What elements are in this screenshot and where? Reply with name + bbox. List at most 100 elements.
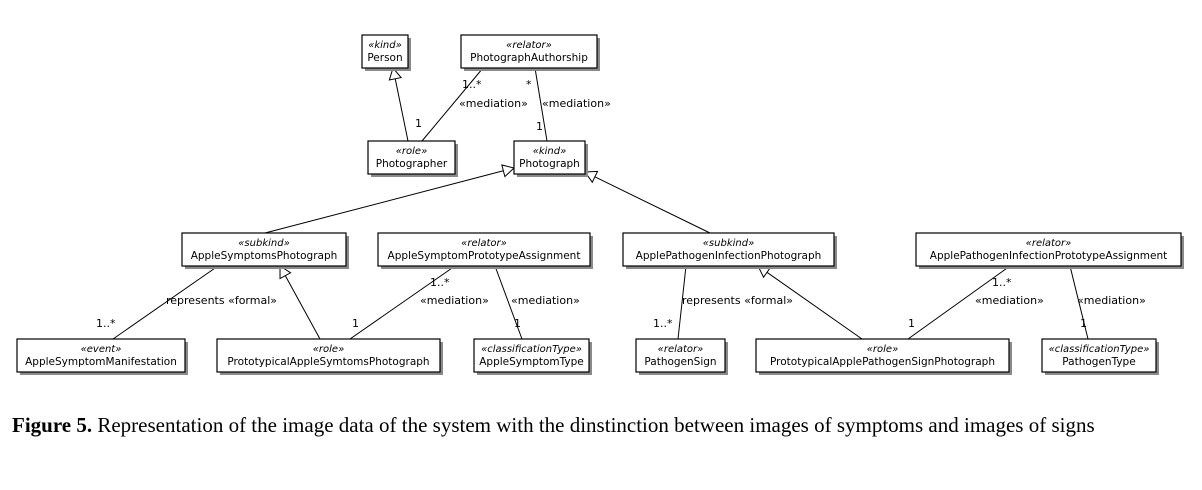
class-name: PathogenSign: [644, 356, 716, 368]
source-multiplicity: *: [526, 78, 532, 91]
class-name: AppleSymptomManifestation: [25, 356, 177, 368]
relation-label: «mediation»: [542, 97, 611, 110]
class-stereotype: «subkind»: [703, 238, 755, 249]
target-multiplicity: 1: [536, 120, 543, 133]
class-box: [460, 34, 598, 69]
class-name: Photograph: [519, 158, 580, 170]
relation-label: «mediation»: [459, 97, 528, 110]
class-box: [16, 338, 186, 373]
relation-label: «mediation»: [1077, 294, 1146, 307]
class-name: Person: [367, 52, 402, 64]
class-stereotype: «role»: [313, 344, 345, 355]
uml-class-diagram: «mediation» 1..* 1 «mediation» * 1 represents …: [16, 34, 1184, 375]
class-name: PrototypicalAppleSymtomsPhotograph: [227, 356, 429, 368]
class-name: ApplePathogenInfectionPrototypeAssignmen…: [930, 250, 1167, 262]
relation-gen-symptoms-photograph: [264, 164, 516, 234]
class-stereotype: «kind»: [368, 40, 402, 51]
relations-layer: «mediation» 1..* 1 «mediation» * 1 represents …: [96, 66, 1146, 340]
target-multiplicity: 1: [352, 317, 359, 330]
class-applePathogenInfectionPrototypeAssignment: «relator»ApplePathogenInfectionPrototype…: [915, 232, 1184, 269]
relation-med-authorship-photographer: «mediation» 1..* 1: [415, 67, 528, 142]
class-name: AppleSymptomPrototypeAssignment: [388, 250, 581, 262]
relation-med-pathogenassign-type: «mediation» 1: [1069, 265, 1146, 340]
class-box: [377, 232, 591, 267]
association-line: [349, 265, 456, 340]
class-stereotype: «classificationType»: [1049, 344, 1150, 355]
class-stereotype: «classificationType»: [481, 344, 582, 355]
class-name: PathogenType: [1062, 356, 1135, 368]
association-line: [494, 265, 523, 340]
relation-rep-symptoms-manifestation: represents «formal» 1..*: [96, 265, 277, 340]
class-box: [915, 232, 1182, 267]
classes-layer: «kind»Person«relator»PhotographAuthorshi…: [16, 34, 1184, 375]
relation-label: «mediation»: [511, 294, 580, 307]
class-name: ApplePathogenInfectionPhotograph: [636, 250, 822, 262]
class-box: [513, 140, 586, 175]
class-box: [473, 338, 590, 373]
class-stereotype: «relator»: [1026, 238, 1072, 249]
generalization-line: [394, 78, 409, 142]
class-name: PrototypicalApplePathogenSignPhotograph: [770, 356, 995, 368]
class-appleSymptomType: «classificationType»AppleSymptomType: [473, 338, 592, 375]
class-prototypicalApplePathogenSignPhotograph: «role»PrototypicalApplePathogenSignPhoto…: [755, 338, 1012, 375]
relation-gen-pathogen-photograph: [584, 170, 711, 234]
association-line: [534, 67, 548, 142]
generalization-arrowhead: [279, 265, 292, 280]
association-line: [907, 265, 1011, 340]
source-multiplicity: 1..*: [992, 276, 1012, 289]
source-multiplicity: 1..*: [462, 78, 482, 91]
class-stereotype: «subkind»: [238, 238, 290, 249]
class-box: [216, 338, 441, 373]
class-appleSymptomPrototypeAssignment: «relator»AppleSymptomPrototypeAssignment: [377, 232, 593, 269]
relation-med-symptomassign-type: «mediation» 1: [494, 265, 580, 340]
generalization-arrowhead: [501, 164, 516, 178]
relation-label: represents «formal»: [166, 294, 277, 307]
source-multiplicity: 1..*: [430, 276, 450, 289]
association-line: [677, 265, 687, 340]
class-stereotype: «event»: [81, 344, 122, 355]
relation-rep-pathogen-sign: represents «formal»1..*: [653, 265, 793, 340]
class-photographAuthorship: «relator»PhotographAuthorship: [460, 34, 600, 71]
class-photograph: «kind»Photograph: [513, 140, 588, 177]
target-multiplicity: 1: [514, 317, 521, 330]
association-line: [112, 265, 219, 340]
class-stereotype: «relator»: [506, 40, 552, 51]
class-prototypicalAppleSymtomsPhotograph: «role»PrototypicalAppleSymtomsPhotograph: [216, 338, 443, 375]
class-applePathogenInfectionPhotograph: «subkind»ApplePathogenInfectionPhotograp…: [622, 232, 837, 269]
class-pathogenType: «classificationType»PathogenType: [1041, 338, 1159, 375]
class-stereotype: «role»: [867, 344, 899, 355]
class-stereotype: «relator»: [658, 344, 704, 355]
figure-label: Figure 5.: [12, 413, 93, 437]
class-name: AppleSymptomType: [479, 356, 584, 368]
relation-label: «mediation»: [420, 294, 489, 307]
generalization-arrowhead: [584, 170, 599, 184]
relation-gen-photographer-person: [388, 66, 409, 142]
generalization-line: [264, 170, 504, 234]
class-stereotype: «role»: [396, 146, 428, 157]
class-box: [622, 232, 835, 267]
class-box: [361, 34, 409, 69]
class-box: [1041, 338, 1157, 373]
target-multiplicity: 1: [415, 117, 422, 130]
relation-med-authorship-photograph: «mediation» * 1: [526, 67, 611, 142]
class-name: PhotographAuthorship: [470, 52, 588, 64]
class-box: [635, 338, 726, 373]
class-stereotype: «relator»: [461, 238, 507, 249]
figure-caption: Figure 5. Representation of the image da…: [12, 410, 1132, 440]
generalization-line: [594, 176, 711, 234]
class-box: [181, 232, 347, 267]
relation-gen-prototypical-symptoms: [279, 265, 321, 340]
target-multiplicity: 1..*: [96, 317, 116, 330]
class-appleSymptomsPhotograph: «subkind»AppleSymptomsPhotograph: [181, 232, 349, 269]
class-photographer: «role»Photographer: [367, 140, 458, 177]
class-box: [367, 140, 456, 175]
target-multiplicity: 1: [1080, 317, 1087, 330]
class-name: Photographer: [376, 158, 448, 170]
target-multiplicity: 1: [908, 317, 915, 330]
class-box: [755, 338, 1010, 373]
relation-label: represents «formal»: [682, 294, 793, 307]
class-person: «kind»Person: [361, 34, 411, 71]
relation-med-symptomassign-prototypical: «mediation» 1..* 1: [349, 265, 489, 340]
association-line: [1069, 265, 1089, 340]
caption-text: Representation of the image data of the …: [97, 413, 1095, 437]
